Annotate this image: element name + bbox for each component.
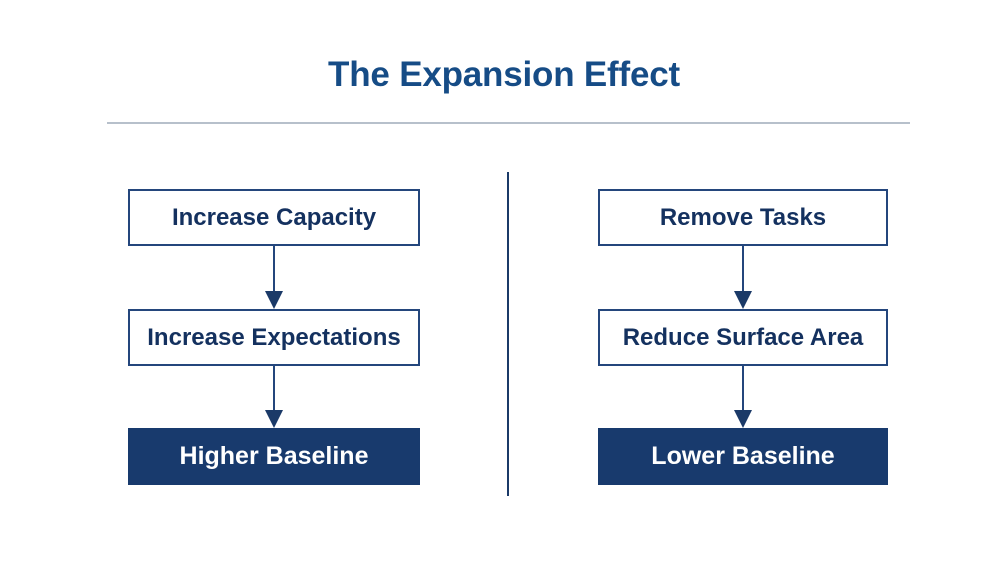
arrow-head	[265, 291, 283, 309]
flow-box-label: Lower Baseline	[651, 442, 835, 470]
arrow-head	[734, 410, 752, 428]
flow-box-increase-expectations[interactable]: Increase Expectations	[128, 309, 420, 366]
flow-box-increase-capacity[interactable]: Increase Capacity	[128, 189, 420, 246]
flow-box-label: Remove Tasks	[659, 203, 827, 231]
arrow-shaft	[273, 366, 275, 410]
flow-box-label: Increase Capacity	[171, 203, 377, 231]
arrow-head	[265, 410, 283, 428]
arrow-down-icon	[265, 366, 283, 428]
page-title: The Expansion Effect	[328, 55, 680, 94]
title-divider-rule	[107, 122, 910, 124]
flow-box-label: Higher Baseline	[179, 442, 369, 470]
flow-box-reduce-surface-area[interactable]: Reduce Surface Area	[598, 309, 888, 366]
arrow-down-icon	[734, 366, 752, 428]
arrow-shaft	[742, 246, 744, 291]
column-divider-line	[507, 172, 509, 496]
arrow-shaft	[273, 246, 275, 291]
flow-box-lower-baseline[interactable]: Lower Baseline	[598, 428, 888, 485]
arrow-down-icon	[734, 246, 752, 309]
flow-box-remove-tasks[interactable]: Remove Tasks	[598, 189, 888, 246]
flow-box-label: Increase Expectations	[147, 323, 401, 351]
arrow-head	[734, 291, 752, 309]
flow-box-label: Reduce Surface Area	[622, 323, 864, 351]
arrow-shaft	[742, 366, 744, 410]
flow-box-higher-baseline[interactable]: Higher Baseline	[128, 428, 420, 485]
arrow-down-icon	[265, 246, 283, 309]
